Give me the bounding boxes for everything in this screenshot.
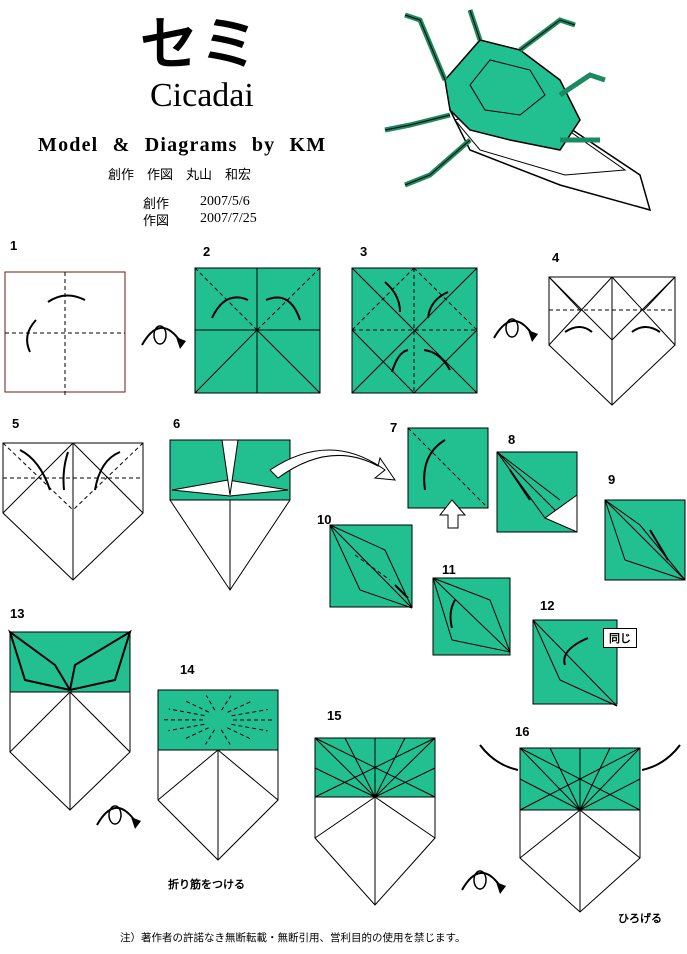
step-number: 4	[552, 250, 560, 265]
copyright-footer: 注）著作者の許諾なき無断転載・無断引用、営利目的の使用を禁じます。	[120, 932, 466, 944]
created-label: 創作	[143, 197, 170, 212]
credit-line: Model & Diagrams by KM	[38, 134, 327, 156]
step-number: 9	[608, 472, 616, 487]
step-number: 11	[442, 562, 456, 577]
front-leg	[404, 12, 448, 81]
diagram-label: 作図	[143, 214, 170, 229]
step-number: 16	[515, 724, 530, 739]
fold-arrow	[26, 319, 37, 353]
step-number: 1	[10, 238, 18, 253]
fold-arrow	[641, 744, 681, 771]
step-number: 13	[10, 606, 25, 621]
fold-arrow	[47, 294, 86, 303]
fold-arrow	[493, 320, 533, 339]
fold-arrow	[19, 449, 51, 491]
fold-arrow	[479, 744, 519, 771]
fold-arrow	[461, 872, 501, 891]
fold-arrow	[394, 584, 409, 599]
same-callout: 同じ	[603, 628, 637, 648]
move-arrow	[269, 449, 397, 481]
step-number: 6	[173, 416, 181, 431]
cicada-model-illustration	[384, 9, 652, 212]
diagram-date: 2007/7/25	[200, 211, 257, 226]
step-3-diagram	[351, 267, 478, 394]
title-english: Cicadai	[150, 77, 254, 114]
leg	[558, 72, 606, 98]
step-number: 5	[12, 416, 20, 431]
fold-arrow	[509, 469, 531, 501]
crease-note: 折り筋をつける	[168, 878, 245, 891]
step-number: 12	[540, 598, 555, 613]
step-number: 3	[360, 244, 368, 259]
step-1-diagram	[4, 271, 126, 395]
unfold-note: ひろげる	[618, 912, 662, 925]
fold-arrow	[391, 349, 409, 373]
leg	[518, 17, 576, 52]
step-11-diagram	[432, 577, 511, 656]
turn-over-icon	[461, 870, 506, 894]
fold-arrow	[62, 451, 69, 491]
fold-arrow	[211, 296, 249, 319]
step-7-diagram	[407, 427, 489, 529]
step-number: 7	[390, 420, 398, 435]
fold-arrow	[427, 291, 449, 319]
step-number: 2	[203, 244, 211, 259]
step-8-diagram	[496, 451, 578, 533]
step-14-diagram	[157, 689, 279, 861]
fold-arrow	[564, 326, 593, 333]
title-japanese: セミ	[140, 10, 261, 78]
step-9-diagram	[604, 499, 686, 581]
fold-arrow	[384, 281, 401, 313]
credit-japanese: 創作 作図 丸山 和宏	[108, 168, 252, 183]
step-10-diagram	[329, 524, 413, 609]
step-5-diagram	[2, 442, 144, 581]
fold-arrow	[449, 599, 456, 629]
step-2-diagram	[194, 267, 321, 394]
fold-arrow	[96, 807, 136, 826]
fold-arrow	[94, 451, 121, 491]
fold-arrow	[423, 349, 451, 371]
turn-over-icon	[493, 318, 538, 342]
step-6-diagram	[169, 439, 397, 591]
step-13-diagram	[8, 629, 132, 811]
fold-arrow	[649, 529, 669, 561]
step-16-diagram	[479, 744, 681, 913]
fold-arrow	[141, 327, 181, 346]
step-number: 10	[317, 512, 332, 527]
turn-over-icon	[96, 805, 141, 829]
turn-over-icon	[141, 325, 186, 349]
fold-arrow	[265, 296, 301, 321]
step-number: 14	[180, 662, 195, 677]
leg	[404, 138, 472, 188]
fold-arrow	[563, 637, 589, 666]
step-number: 15	[327, 708, 342, 723]
created-date: 2007/5/6	[200, 194, 250, 209]
fold-arrow	[423, 439, 446, 491]
step-number: 8	[508, 432, 516, 447]
step-15-diagram	[314, 737, 436, 906]
fold-arrow	[631, 326, 661, 333]
push-arrow	[438, 499, 467, 529]
step-4-diagram	[548, 276, 676, 406]
